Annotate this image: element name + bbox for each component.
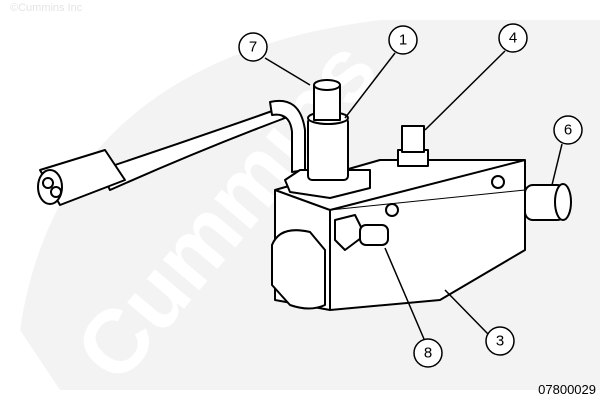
callout-3: 3 (485, 326, 515, 356)
valve-body (37, 79, 572, 311)
figure-number: 07800029 (538, 382, 596, 397)
leader-lines (264, 50, 563, 340)
callout-4: 4 (498, 23, 528, 53)
callout-1: 1 (388, 25, 418, 55)
svg-text:4: 4 (509, 30, 517, 47)
copyright-text: ©Cummins Inc (10, 2, 83, 14)
callout-7: 7 (238, 32, 268, 62)
svg-text:7: 7 (249, 39, 257, 56)
svg-text:8: 8 (424, 345, 432, 362)
svg-text:3: 3 (496, 333, 504, 350)
svg-text:6: 6 (564, 122, 572, 139)
svg-text:1: 1 (399, 32, 407, 49)
callout-6: 6 (553, 115, 583, 145)
callout-8: 8 (413, 338, 443, 368)
